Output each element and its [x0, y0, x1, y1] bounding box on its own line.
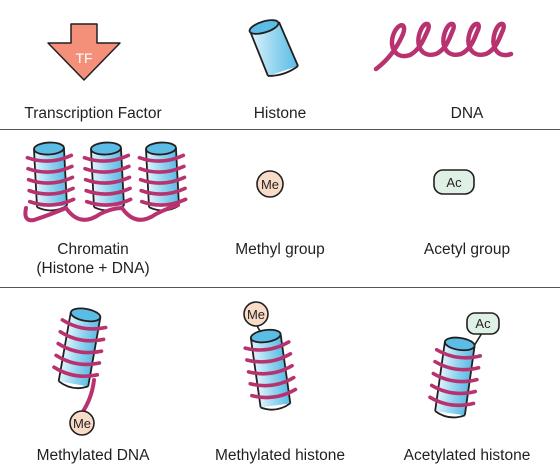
- acetylated-histone-label: Acetylated histone: [403, 447, 531, 464]
- chromatin-label: Chromatin (Histone + DNA): [0, 240, 186, 278]
- methylated-histone-label: Methylated histone: [214, 447, 346, 464]
- transcription-factor-label: Transcription Factor: [24, 105, 162, 122]
- methyl-symbol-text: Me: [261, 177, 279, 192]
- methyl-group-icon: Me: [256, 170, 284, 198]
- histone-icon: [248, 19, 299, 77]
- chromatin-icon: [23, 141, 188, 223]
- methyl-group-label: Methyl group: [235, 241, 325, 258]
- methylated-dna-label: Methylated DNA: [36, 447, 150, 464]
- transcription-factor-icon: TF: [47, 23, 121, 81]
- acetyl-symbol-text: Ac: [446, 175, 462, 190]
- dna-icon: [373, 21, 514, 72]
- tf-symbol-text: TF: [75, 50, 92, 66]
- methylated-histone-icon: Me: [243, 301, 298, 411]
- methylated-histone-badge-text: Me: [247, 307, 265, 322]
- acetylated-histone-badge-text: Ac: [475, 316, 491, 331]
- histone-label: Histone: [253, 105, 307, 122]
- divider-top: [0, 129, 560, 130]
- acetyl-group-label: Acetyl group: [423, 241, 511, 258]
- methylated-dna-badge-text: Me: [73, 416, 91, 431]
- acetyl-group-icon: Ac: [433, 169, 475, 195]
- chromatin-label-line1: Chromatin: [57, 241, 129, 258]
- acetylated-histone-icon: Ac: [428, 312, 500, 419]
- divider-bottom: [0, 287, 560, 288]
- methylated-dna-icon: Me: [52, 307, 108, 436]
- dna-label: DNA: [450, 105, 484, 122]
- chromatin-label-line2: (Histone + DNA): [36, 260, 150, 277]
